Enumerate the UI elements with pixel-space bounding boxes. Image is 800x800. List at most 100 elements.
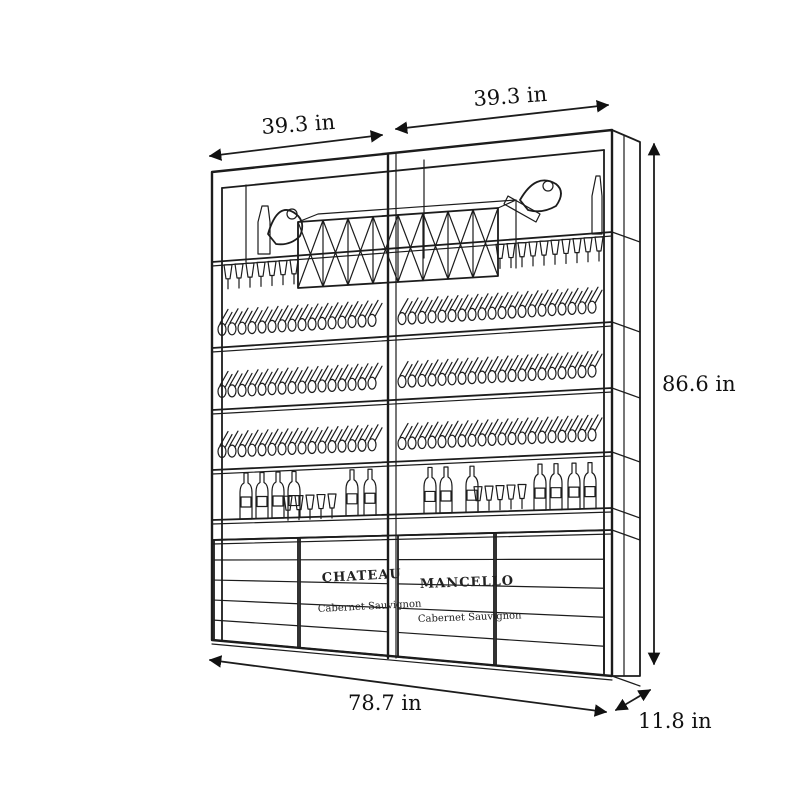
bottle-end [367,438,377,452]
bottle-neck [334,367,343,382]
bottle-neck [229,308,239,324]
bottle-end [497,306,507,320]
liquor-bottle [465,465,479,513]
bottle-neck [464,297,473,312]
bottle-neck [459,420,469,436]
crate-plank [299,603,389,609]
bottle-end [477,370,487,384]
bottle-neck [374,427,383,442]
lattice-diag [397,212,424,283]
crate-brand-left: CHATEAU [321,567,402,586]
shelf-line [211,231,613,263]
crate-caption-left: Cabernet Sauvignon [318,599,423,615]
bottle-end [547,430,557,444]
bottle-neck [279,367,289,383]
crate-plank [397,607,495,614]
bottle-neck [524,357,533,372]
liquor-label [534,487,546,499]
bottle-end [337,439,347,453]
bottle-neck [239,430,249,446]
bottle-neck [574,418,583,433]
bottle-neck [569,415,579,431]
wine-glass [305,494,315,510]
bottle-end [257,382,267,396]
bottle-end [227,322,237,336]
bottle-neck [564,291,573,306]
bottle-neck [359,363,369,379]
bottle-neck [289,427,299,443]
bottle-neck [474,422,483,437]
liquor-bottle [287,470,301,519]
bottle-end [277,319,287,333]
bottle-neck [564,418,573,433]
bottle-neck [299,304,309,320]
bottle-neck [469,357,479,373]
bottle-neck [514,357,523,373]
bottle-neck [424,299,433,314]
bottle-neck [594,353,603,368]
wine-glass [517,483,527,500]
bottle-neck [529,417,539,433]
crate-plank [299,625,389,633]
shelf-line [211,321,613,349]
bottle-neck [449,420,459,436]
bottle-neck [354,428,363,443]
bottle-end [437,372,447,386]
crate-box [495,529,605,677]
bottle-neck [454,423,463,438]
bottle-neck [569,287,579,303]
liquor-bottle [255,471,269,520]
bottle-neck [314,368,323,384]
shelf-side [611,529,641,541]
bottle-end [527,304,537,318]
bottle-neck [289,304,299,320]
bottle-neck [304,430,313,445]
bottle-neck [264,371,273,386]
bottle-end [307,379,317,394]
bottle-end [527,431,537,445]
bottle-neck [369,299,379,315]
bottle-end [547,303,557,317]
bottle-end [217,322,227,336]
liquor-label [240,496,252,508]
bottle-neck [304,307,313,322]
bottle-neck [229,370,239,386]
bottle-neck [409,422,419,438]
bottle-neck [474,360,483,375]
bottle-end [327,440,337,454]
crate-plank [213,579,299,583]
bottle-rows [217,286,603,459]
bottle-neck [359,424,369,440]
bottle-end [587,428,597,442]
bottle-end [287,381,297,395]
crate-plank [397,631,495,640]
bottle-neck [364,427,373,442]
bottle-neck [349,363,359,379]
bottle-neck [499,355,509,371]
bottle-end [477,307,487,321]
bottle-neck [584,354,593,369]
bottle-neck [444,361,453,376]
lattice-diag [422,210,449,282]
wine-glass [550,239,560,255]
bottle-neck [479,356,489,372]
bottle-neck [509,291,519,307]
bottle-end [417,435,427,450]
bottle-end [587,364,597,378]
bottle-neck [219,430,229,447]
crate-plank [213,619,299,627]
bottle-neck [229,430,239,446]
bottle-neck [224,433,233,449]
bottle-neck [234,433,243,448]
bottle-neck [579,414,589,430]
crate-plank [397,583,495,587]
liquor-bottle [439,466,453,514]
bottle-neck [344,367,353,382]
bottle-neck [439,421,449,437]
bottle-neck [344,304,353,319]
bottle-neck [579,287,589,303]
bottle-neck [429,421,439,437]
bottle-neck [519,417,529,433]
bottle-neck [519,354,529,370]
